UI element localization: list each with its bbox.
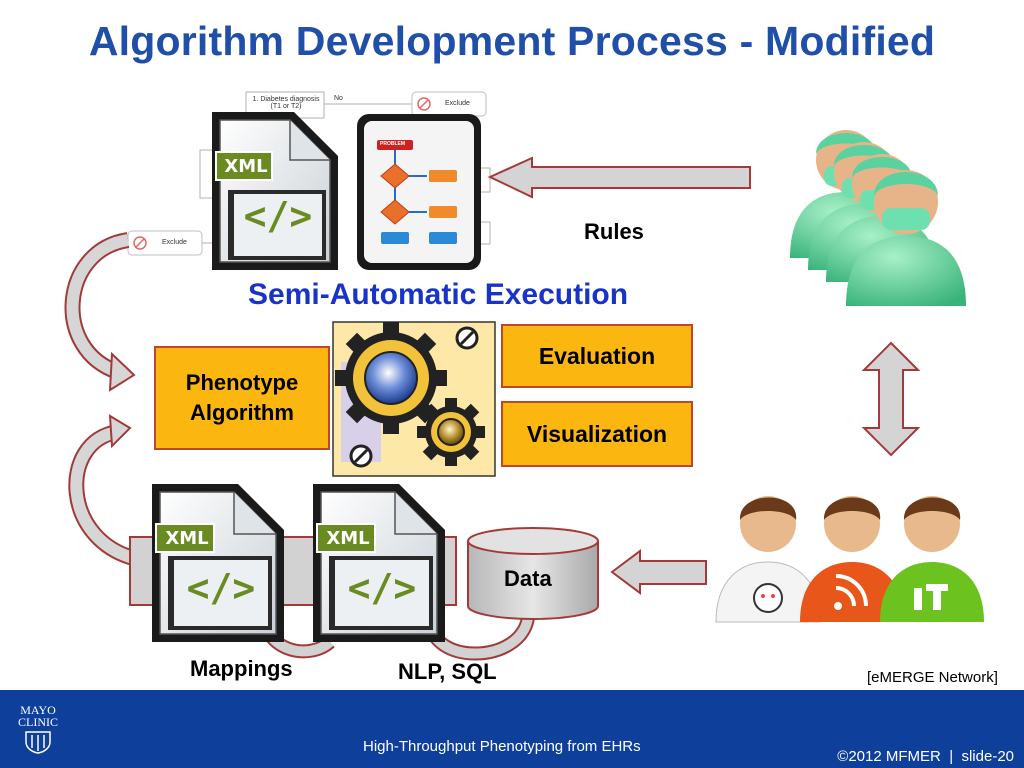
phenotype-algorithm-box: Phenotype Algorithm	[154, 346, 330, 450]
slide-title: Algorithm Development Process - Modified	[88, 18, 936, 64]
diagram-canvas	[64, 91, 984, 661]
double-arrow-icon	[861, 341, 921, 457]
flowchart-diagnosis-text: 1. Diabetes diagnosis (T1 or T2)	[252, 96, 320, 110]
footer-bar: MAYO CLINIC High-Throughput Phenotyping …	[0, 690, 1024, 768]
data-cylinder-icon	[467, 527, 599, 620]
rules-label: Rules	[584, 219, 644, 244]
mappings-label: Mappings	[190, 656, 293, 681]
logo-line-2: CLINIC	[18, 715, 58, 729]
xml-document-icon-mappings	[152, 484, 284, 642]
xml-document-icon-top	[212, 112, 338, 270]
xml-badge-mappings: XML	[165, 528, 209, 549]
footer-separator: |	[949, 748, 954, 765]
data-arrow-icon	[610, 549, 707, 595]
code-glyph-top: </>	[243, 194, 313, 238]
flowchart-document-icon	[357, 114, 481, 270]
nlp-sql-label: NLP, SQL	[398, 659, 497, 684]
footer-slide-number: slide-20	[961, 748, 1014, 765]
flowchart-exclude-text-left: Exclude	[162, 239, 187, 246]
mayo-clinic-logo: MAYO CLINIC	[12, 704, 64, 754]
logo-line-1: MAYO	[20, 703, 56, 717]
footer-copyright: ©2012 MFMER	[837, 748, 941, 765]
clinicians-group-icon	[790, 130, 966, 306]
flowchart-exclude-text-top: Exclude	[445, 100, 470, 107]
emerge-network-label: [eMERGE Network]	[867, 669, 998, 686]
xml-badge-nlp: XML	[326, 528, 370, 549]
visualization-box: Visualization	[501, 401, 693, 467]
xml-document-icon-nlp	[313, 484, 445, 642]
footer-title: High-Throughput Phenotyping from EHRs	[363, 738, 641, 755]
users-group-icon	[715, 496, 984, 623]
flowchart-problem-text: PROBLEM	[380, 141, 405, 147]
data-label: Data	[504, 566, 552, 591]
xml-badge-top: XML	[224, 156, 268, 177]
flowchart-no-text: No	[334, 95, 343, 102]
curved-arrow-top	[64, 232, 136, 392]
curved-arrow-bottom	[68, 414, 144, 568]
code-glyph-nlp: </>	[347, 566, 417, 610]
rules-arrow-icon	[487, 156, 751, 199]
semi-automatic-execution-label: Semi-Automatic Execution	[248, 278, 629, 311]
footer-slide-info: ©2012 MFMER | slide-20	[837, 748, 1014, 765]
gears-icon	[332, 321, 496, 477]
shield-icon	[25, 731, 51, 754]
code-glyph-mappings: </>	[186, 566, 256, 610]
evaluation-box: Evaluation	[501, 324, 693, 388]
